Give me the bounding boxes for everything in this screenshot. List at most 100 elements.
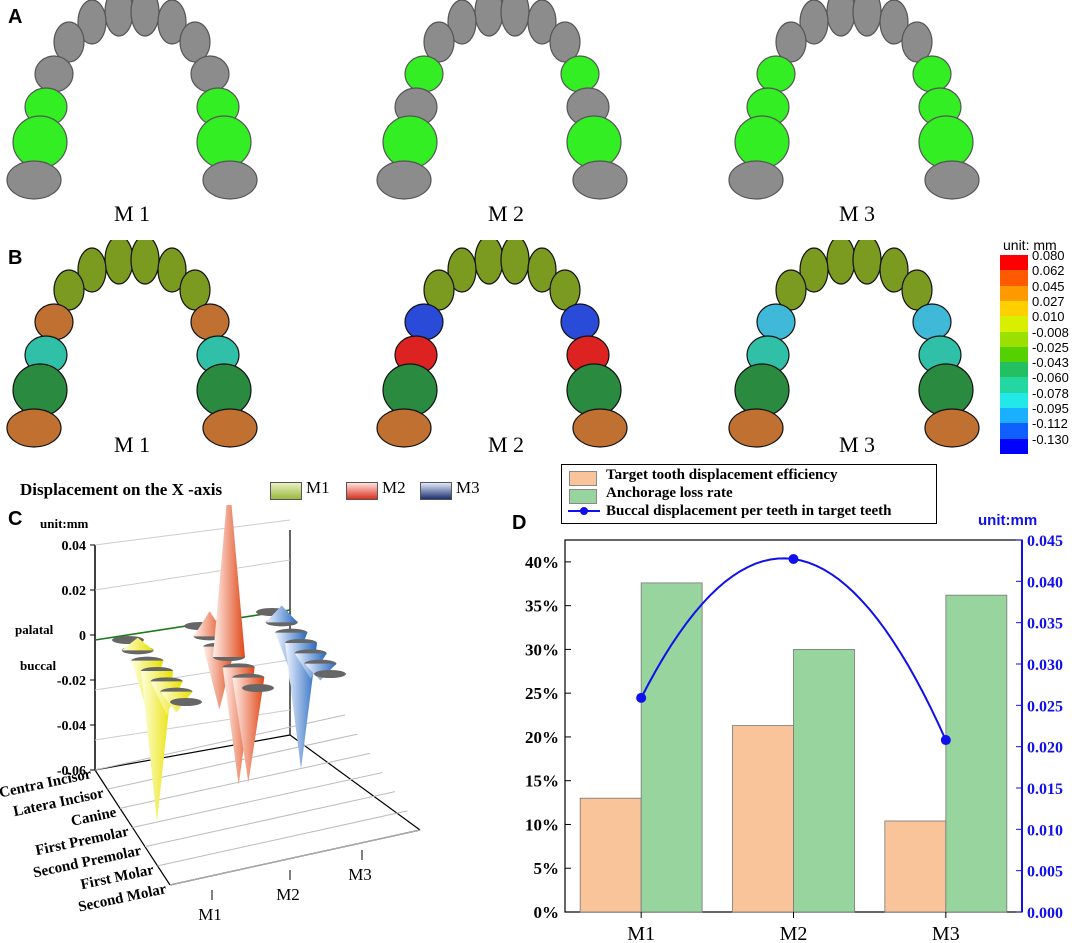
colorbar-segment xyxy=(1000,285,1028,302)
arch-a-m1-tooth-0 xyxy=(104,0,134,37)
colorbar-segment xyxy=(1000,408,1028,424)
chart-d-ytick-left-label: 15% xyxy=(525,772,559,791)
arch-a-m3-tooth-4 xyxy=(775,21,807,63)
arch-b-m1 xyxy=(6,240,258,448)
model-label-a-m1: M 1 xyxy=(113,201,151,226)
arch-b-m1-tooth-10 xyxy=(12,363,68,417)
chart-c-ytick-label: 0 xyxy=(79,629,86,644)
arch-b-m2-tooth-7 xyxy=(560,303,600,341)
arch-a-m1-tooth-11 xyxy=(196,115,252,169)
bar-anchorage-m1 xyxy=(640,582,703,913)
arch-a-m2 xyxy=(376,0,628,200)
arch-a-m3-tooth-6 xyxy=(756,55,796,93)
chart-c-ytick-label: -0.06 xyxy=(57,764,86,779)
arch-b-m2-tooth-0 xyxy=(474,240,504,285)
legend-d-label-anchorage: Anchorage loss rate xyxy=(606,485,733,501)
colorbar-segment xyxy=(1000,423,1028,440)
arch-a-m2-tooth-3 xyxy=(527,0,557,45)
arch-a-m2-tooth-12 xyxy=(376,160,432,200)
chart-d-ytick-right-label: 0.030 xyxy=(1027,657,1063,674)
colorbar-label: 0.080 xyxy=(1032,248,1065,263)
chart-d-ytick-right-label: 0.005 xyxy=(1027,864,1063,881)
bar-anchorage-m2 xyxy=(793,649,855,913)
colorbar-segment xyxy=(1000,255,1028,271)
chart-c-ytick-label: -0.02 xyxy=(57,674,86,689)
legend-d: Target tooth displacement efficiency Anc… xyxy=(561,464,937,524)
model-label-b-m3: M 3 xyxy=(838,432,876,457)
colorbar-segment xyxy=(1000,346,1028,363)
arch-a-m1-tooth-10 xyxy=(12,115,68,169)
legend-d-swatch-efficiency xyxy=(569,471,597,486)
arch-a-m2-tooth-1 xyxy=(500,0,530,37)
chart-d-bar-line: 0%5%10%15%20%25%30%35%40%0.0000.0050.010… xyxy=(525,533,1063,943)
chart-c-floor-line xyxy=(132,772,383,828)
chart-c-floor-line xyxy=(94,714,346,771)
arch-a-m3-tooth-2 xyxy=(799,0,829,45)
model-label-b-m1: M 1 xyxy=(113,432,151,457)
colorbar-segment xyxy=(1000,362,1028,378)
chart-c-back-wall xyxy=(94,519,291,771)
arch-b-m3-tooth-2 xyxy=(799,247,829,293)
colorbar-label: 0.062 xyxy=(1032,263,1065,279)
model-label-a-m2: M 2 xyxy=(487,201,525,226)
chart-c-cone-m2 xyxy=(203,646,236,710)
panel-c-letter: C xyxy=(8,508,23,530)
arch-a-m2-tooth-10 xyxy=(382,115,438,169)
arch-b-m2-tooth-2 xyxy=(447,247,477,293)
colorbar-label: -0.043 xyxy=(1032,355,1069,371)
chart-d-xtick-label: M2 xyxy=(780,923,808,943)
bar-anchorage-m3 xyxy=(945,594,1008,913)
chart-c-floor-line xyxy=(119,752,371,809)
legend-c-label-m2: M2 xyxy=(382,478,406,497)
panel-d-letter: D xyxy=(512,512,527,534)
arch-b-m2-tooth-10 xyxy=(382,363,438,417)
colorbar xyxy=(1000,255,1028,455)
arch-a-m2-tooth-13 xyxy=(572,160,628,200)
point-buccal-m1 xyxy=(636,692,647,703)
arch-b-m1-tooth-4 xyxy=(53,269,85,311)
colorbar-segment xyxy=(1000,331,1028,348)
arch-b-m3-tooth-3 xyxy=(879,247,909,293)
chart-d-ytick-right-label: 0.000 xyxy=(1027,905,1063,922)
colorbar-segment xyxy=(1000,270,1028,287)
arch-a-m2-tooth-4 xyxy=(423,21,455,63)
legend-d-label-buccal: Buccal displacement per teeth in target … xyxy=(606,503,892,519)
colorbar-label: -0.112 xyxy=(1032,416,1068,432)
arch-b-m3-tooth-4 xyxy=(775,269,807,311)
chart-d-ytick-right-label: 0.045 xyxy=(1027,533,1063,550)
arch-a-m3-tooth-11 xyxy=(918,115,974,169)
panel-b-letter: B xyxy=(8,247,23,269)
legend-d-swatch-anchorage xyxy=(569,489,597,504)
arch-b-m3-tooth-5 xyxy=(901,269,933,311)
arch-b-m1-tooth-12 xyxy=(6,408,62,448)
chart-c-label-buccal: buccal xyxy=(20,658,57,673)
colorbar-segment xyxy=(1000,392,1028,409)
arch-b-m1-tooth-1 xyxy=(130,240,160,285)
arch-b-m3-tooth-12 xyxy=(728,408,784,448)
arch-b-m1-tooth-2 xyxy=(77,247,107,293)
chart-d-ytick-right-label: 0.015 xyxy=(1027,781,1063,798)
legend-c: M1 M2 M3 xyxy=(270,478,510,502)
colorbar-label: 0.027 xyxy=(1032,293,1065,309)
arch-b-m1-tooth-3 xyxy=(157,247,187,293)
arch-b-m3-tooth-11 xyxy=(918,363,974,417)
chart-c-ytick-label: 0.04 xyxy=(62,539,87,554)
arch-a-m1-tooth-12 xyxy=(6,160,62,200)
arch-a-m2-tooth-0 xyxy=(474,0,504,37)
arch-b-m2-tooth-3 xyxy=(527,247,557,293)
arch-a-m1-tooth-13 xyxy=(202,160,258,200)
chart-d-ytick-left-label: 10% xyxy=(525,815,559,834)
arch-a-m3 xyxy=(728,0,980,200)
chart-c-floor-line xyxy=(169,829,421,886)
chart-c-cone-base xyxy=(314,670,346,678)
colorbar-segment xyxy=(1000,377,1028,394)
colorbar-segment xyxy=(1000,300,1028,317)
arch-a-m1-tooth-4 xyxy=(53,21,85,63)
chart-d-ytick-right-label: 0.020 xyxy=(1027,740,1063,757)
legend-c-label-m3: M3 xyxy=(456,478,480,497)
arch-b-m1-tooth-0 xyxy=(104,240,134,285)
legend-d-label-efficiency: Target tooth displacement efficiency xyxy=(606,467,838,483)
legend-d-line-marker xyxy=(568,507,600,515)
point-buccal-m2 xyxy=(788,554,799,565)
chart-d-xtick-label: M1 xyxy=(627,923,655,943)
